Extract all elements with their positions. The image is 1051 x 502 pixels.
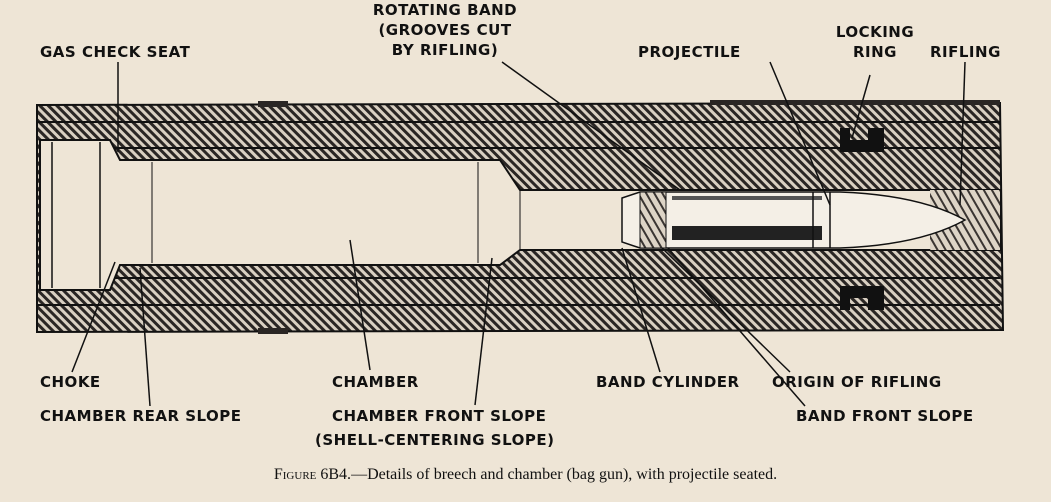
label-rotating-band: ROTATING BAND (GROOVES CUT BY RIFLING) bbox=[365, 0, 525, 60]
label-chamber: CHAMBER bbox=[332, 373, 419, 391]
label-band-front-slope: BAND FRONT SLOPE bbox=[796, 407, 974, 425]
label-gas-check-seat: GAS CHECK SEAT bbox=[40, 43, 191, 61]
label-rifling: RIFLING bbox=[930, 43, 1001, 61]
label-rotating-band-line1: ROTATING BAND bbox=[372, 1, 518, 19]
figure-caption: Figure 6B4.—Details of breech and chambe… bbox=[0, 466, 1051, 484]
label-band-cylinder: BAND CYLINDER bbox=[596, 373, 740, 391]
label-locking-ring: LOCKING RING bbox=[835, 22, 915, 62]
chamber-bore bbox=[39, 139, 1001, 291]
caption-text: —Details of breech and chamber (bag gun)… bbox=[351, 466, 778, 483]
label-shell-centering-slope: (SHELL-CENTERING SLOPE) bbox=[315, 431, 555, 449]
label-projectile: PROJECTILE bbox=[638, 43, 741, 61]
label-chamber-rear-slope: CHAMBER REAR SLOPE bbox=[40, 407, 242, 425]
label-rotating-band-line2: (GROOVES CUT bbox=[378, 21, 512, 39]
label-locking-ring-line1: LOCKING bbox=[835, 23, 915, 41]
label-choke: CHOKE bbox=[40, 373, 101, 391]
label-rotating-band-line3: BY RIFLING) bbox=[391, 41, 499, 59]
figure-number: Figure 6B4. bbox=[273, 466, 352, 483]
locking-ring bbox=[840, 128, 884, 310]
label-chamber-front-slope: CHAMBER FRONT SLOPE bbox=[332, 407, 547, 425]
leader-lines bbox=[71, 61, 966, 407]
label-origin-of-rifling: ORIGIN OF RIFLING bbox=[772, 373, 942, 391]
projectile bbox=[621, 191, 967, 249]
label-locking-ring-line2: RING bbox=[853, 43, 897, 61]
